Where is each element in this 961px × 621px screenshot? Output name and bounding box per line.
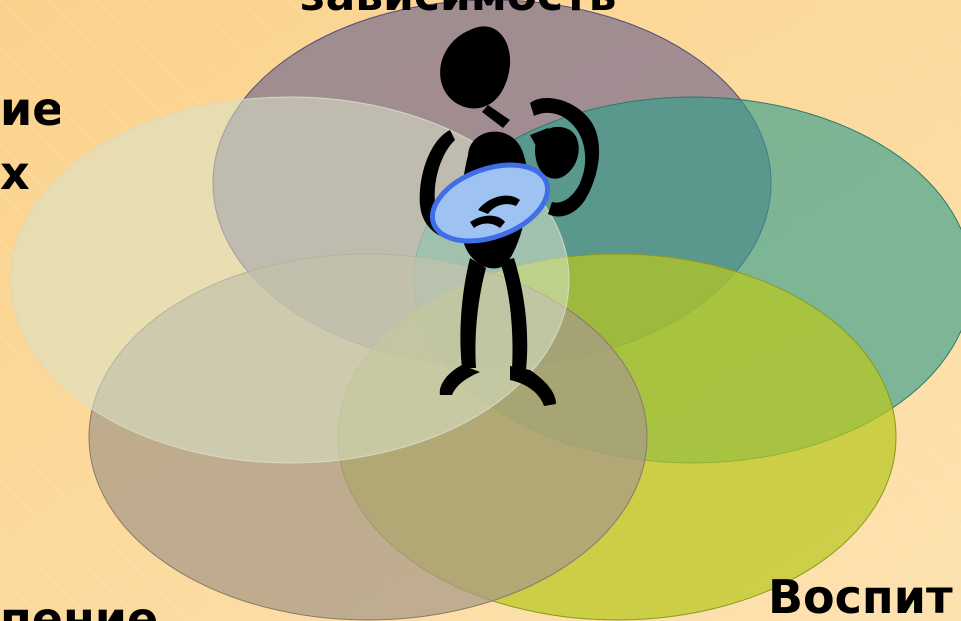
figure-right-arm (530, 98, 600, 217)
figure-right-leg (500, 258, 528, 370)
figure-left-leg (460, 258, 486, 368)
baby-hand (530, 128, 552, 146)
circle-label-bottom-right: Воспит (768, 574, 953, 621)
circle-label-left-line2: х (0, 150, 30, 198)
figure-right-foot (510, 366, 556, 406)
circle-label-top: зависимость (300, 0, 680, 18)
figure-head (440, 26, 511, 109)
figure-neck (482, 105, 510, 128)
figure-left-foot (439, 365, 480, 395)
circle-label-left-line1: ие (0, 86, 60, 134)
figure-left-arm (419, 130, 460, 240)
parent-with-baby-figure (419, 26, 600, 406)
figure-hands (470, 195, 520, 228)
circle-label-bottom-left: пение (0, 596, 200, 621)
